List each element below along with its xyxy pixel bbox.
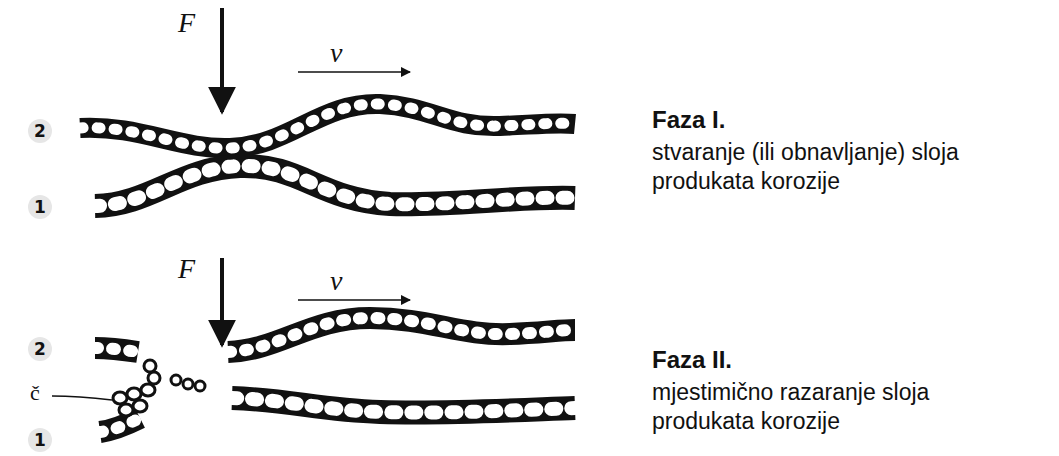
corrosion-layer (80, 104, 575, 148)
velocity-label: v (330, 264, 342, 298)
leader-line (52, 396, 112, 400)
callout-number: 2 (28, 337, 52, 361)
callout-number: 2 (28, 119, 52, 143)
force-label: F (178, 252, 195, 286)
velocity-label: v (330, 36, 342, 70)
phase-heading: Faza I. (652, 106, 725, 135)
corrosion-layer (228, 318, 575, 352)
callout-letter: č (30, 380, 40, 406)
corrosion-layer (95, 348, 138, 352)
corrosion-layer (95, 166, 575, 206)
velocity-arrow (298, 299, 410, 301)
force-label: F (178, 6, 195, 40)
phase-heading: Faza II. (652, 346, 732, 375)
force-arrow (220, 8, 224, 112)
callout-number: 1 (28, 195, 52, 219)
force-arrow (220, 258, 224, 345)
wear-particles (113, 360, 205, 416)
corrosion-layer (232, 398, 575, 413)
phase-description: stvaranje (ili obnavljanje) sloja produk… (652, 138, 997, 196)
corrosion-layer (100, 418, 140, 432)
callout-number: 1 (28, 428, 52, 452)
phase-description: mjestimično razaranje sloja produkata ko… (652, 378, 940, 436)
velocity-arrow (298, 71, 410, 73)
